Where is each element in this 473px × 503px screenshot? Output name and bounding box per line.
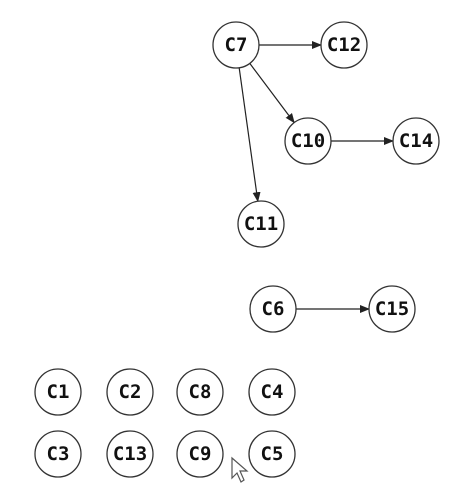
node-label: C14 [399, 130, 433, 152]
edge-c7-to-c11 [238, 67, 261, 203]
node-c6[interactable]: C6 [249, 285, 297, 333]
node-label: C8 [189, 381, 212, 403]
node-label: C3 [47, 443, 70, 465]
node-circle [320, 21, 368, 69]
node-circle [176, 430, 224, 478]
node-label: C15 [375, 298, 409, 320]
node-label: C10 [291, 130, 325, 152]
node-c1[interactable]: C1 [34, 368, 82, 416]
node-circle [392, 117, 440, 165]
node-c10[interactable]: C10 [284, 117, 332, 165]
node-c8[interactable]: C8 [176, 368, 224, 416]
node-label: C4 [261, 381, 284, 403]
node-circle [176, 368, 224, 416]
node-circle [106, 430, 154, 478]
node-label: C9 [189, 443, 212, 465]
node-circle [368, 285, 416, 333]
node-label: C13 [113, 443, 147, 465]
node-c9[interactable]: C9 [176, 430, 224, 478]
node-circle [106, 368, 154, 416]
node-circle [248, 430, 296, 478]
node-c15[interactable]: C15 [368, 285, 416, 333]
mouse-pointer-icon [231, 456, 249, 483]
node-circle [249, 285, 297, 333]
node-c2[interactable]: C2 [106, 368, 154, 416]
edges-layer [238, 41, 394, 313]
node-circle [34, 430, 82, 478]
node-label: C6 [262, 298, 285, 320]
node-c11[interactable]: C11 [237, 200, 285, 248]
node-c7[interactable]: C7 [212, 21, 260, 69]
node-c3[interactable]: C3 [34, 430, 82, 478]
node-circle [248, 368, 296, 416]
node-c5[interactable]: C5 [248, 430, 296, 478]
node-circle [212, 21, 260, 69]
node-circle [237, 200, 285, 248]
node-label: C7 [225, 34, 248, 56]
node-label: C1 [47, 381, 70, 403]
node-c4[interactable]: C4 [248, 368, 296, 416]
node-c14[interactable]: C14 [392, 117, 440, 165]
node-label: C12 [327, 34, 361, 56]
node-c12[interactable]: C12 [320, 21, 368, 69]
node-circle [34, 368, 82, 416]
node-c13[interactable]: C13 [106, 430, 154, 478]
node-label: C11 [244, 213, 278, 235]
node-label: C5 [261, 443, 284, 465]
node-label: C2 [119, 381, 142, 403]
edge-c7-to-c10 [249, 63, 295, 124]
node-circle [284, 117, 332, 165]
